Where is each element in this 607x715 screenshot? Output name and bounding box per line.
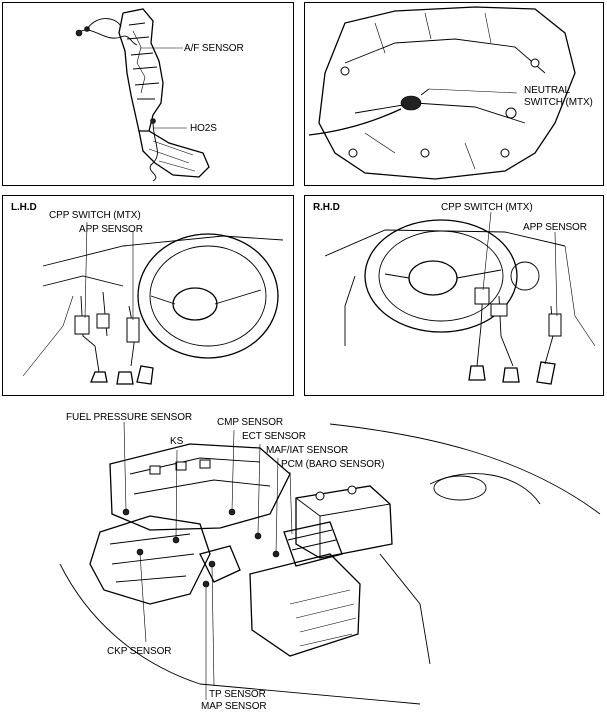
panel-neutral-switch: NEUTRAL SWITCH (MTX)	[304, 2, 604, 186]
label-ks: KS	[170, 436, 184, 447]
lhd-cockpit-illustration	[22, 221, 284, 385]
panel-lhd: L.H.D CPP SWITCH (MTX) APP SENSOR	[2, 195, 294, 396]
transmission-illustration	[308, 6, 576, 180]
label-cmp-sensor: CMP SENSOR	[217, 417, 284, 428]
rhd-cockpit-illustration	[324, 211, 596, 385]
label-map-sensor: MAP SENSOR	[201, 701, 267, 712]
exhaust-illustration	[75, 8, 210, 182]
label-neutral-switch-line2: SWITCH (MTX)	[524, 97, 593, 108]
label-pcm-baro-sensor: PCM (BARO SENSOR)	[281, 459, 385, 470]
lhd-header: L.H.D	[11, 202, 37, 213]
panel-exhaust-sensors: A/F SENSOR HO2S	[2, 2, 294, 186]
panel-rhd: R.H.D CPP SWITCH (MTX) APP SENSOR	[304, 195, 604, 396]
engine-bay-illustration	[59, 421, 601, 705]
label-maf-iat-sensor: MAF/IAT SENSOR	[266, 445, 349, 456]
label-tp-sensor: TP SENSOR	[209, 689, 266, 700]
label-lhd-cpp-switch: CPP SWITCH (MTX)	[49, 210, 141, 221]
label-lhd-app-sensor: APP SENSOR	[79, 224, 143, 235]
label-ckp-sensor: CKP SENSOR	[107, 646, 172, 657]
label-af-sensor: A/F SENSOR	[184, 43, 244, 54]
label-rhd-cpp-switch: CPP SWITCH (MTX)	[441, 202, 533, 213]
engine-bay-section: FUEL PRESSURE SENSOR KS CMP SENSOR ECT S…	[0, 404, 607, 715]
rhd-header: R.H.D	[313, 202, 340, 213]
label-ect-sensor: ECT SENSOR	[242, 431, 306, 442]
label-ho2s: HO2S	[190, 123, 217, 134]
label-rhd-app-sensor: APP SENSOR	[523, 222, 587, 233]
label-neutral-switch-line1: NEUTRAL	[524, 85, 570, 96]
label-fuel-pressure-sensor: FUEL PRESSURE SENSOR	[66, 412, 192, 423]
